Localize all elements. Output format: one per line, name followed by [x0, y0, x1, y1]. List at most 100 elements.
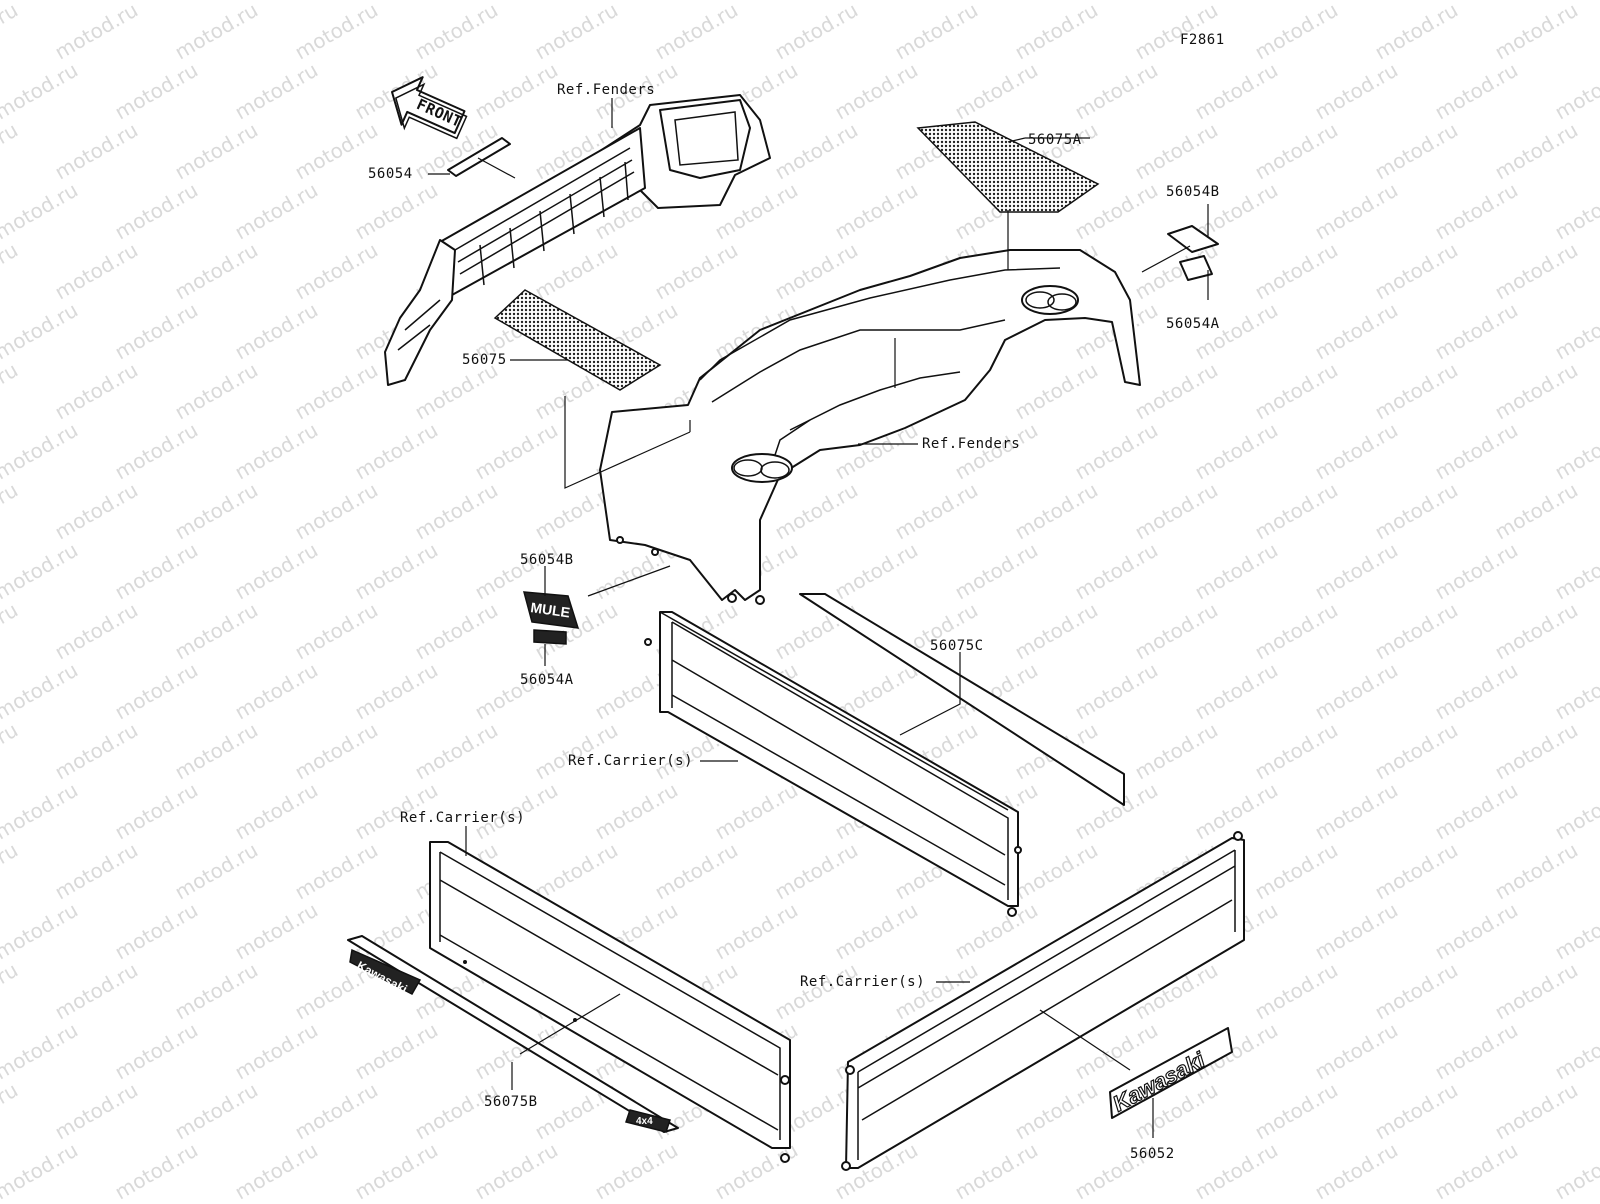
watermark-text: motod.ru — [0, 1078, 22, 1145]
watermark-text: motod.ru — [711, 898, 802, 965]
watermark-text: motod.ru — [171, 598, 262, 665]
watermark-text: motod.ru — [1011, 1078, 1102, 1145]
watermark-text: motod.ru — [1311, 1018, 1402, 1085]
label-56075A: 56075A — [1028, 132, 1082, 148]
watermark-text: motod.ru — [1251, 958, 1342, 1025]
watermark-text: motod.ru — [0, 1138, 82, 1200]
watermark-text: motod.ru — [171, 0, 262, 64]
watermark-text: motod.ru — [1371, 598, 1462, 665]
watermark-text: motod.ru — [0, 718, 22, 785]
watermark-text: motod.ru — [651, 238, 742, 305]
watermark-text: motod.ru — [51, 718, 142, 785]
rear-fender-body — [600, 250, 1140, 604]
watermark-text: motod.ru — [1011, 0, 1102, 64]
watermark-text: motod.ru — [1131, 478, 1222, 545]
watermark-text: motod.ru — [231, 298, 322, 365]
watermark-text: motod.ru — [51, 118, 142, 185]
watermark-text: motod.ru — [1251, 1078, 1342, 1145]
watermark-text: motod.ru — [1551, 178, 1600, 245]
watermark-text: motod.ru — [831, 178, 922, 245]
watermark-text: motod.ru — [1371, 1078, 1462, 1145]
watermark-text: motod.ru — [771, 478, 862, 545]
watermark-text: motod.ru — [231, 538, 322, 605]
watermark-text: motod.ru — [471, 418, 562, 485]
watermark-text: motod.ru — [1491, 598, 1582, 665]
watermark-text: motod.ru — [111, 898, 202, 965]
watermark-text: motod.ru — [1491, 118, 1582, 185]
watermark-text: motod.ru — [1551, 898, 1600, 965]
watermark-text: motod.ru — [1431, 418, 1522, 485]
watermark-text: motod.ru — [1131, 118, 1222, 185]
watermark-text: motod.ru — [171, 838, 262, 905]
watermark-text: motod.ru — [1491, 238, 1582, 305]
watermark-text: motod.ru — [51, 598, 142, 665]
watermark-text: motod.ru — [1191, 58, 1282, 125]
watermark-text: motod.ru — [171, 1078, 262, 1145]
watermark-text: motod.ru — [291, 358, 382, 425]
watermark-text: motod.ru — [231, 778, 322, 845]
watermark-text: motod.ru — [111, 658, 202, 725]
watermark-text: motod.ru — [1311, 898, 1402, 965]
watermark-text: motod.ru — [1251, 118, 1342, 185]
watermark-text: motod.ru — [1311, 658, 1402, 725]
watermark-text: motod.ru — [111, 1138, 202, 1200]
label-56054B-left: 56054B — [520, 552, 574, 568]
watermark-text: motod.ru — [51, 1078, 142, 1145]
watermark-text: motod.ru — [831, 58, 922, 125]
watermark-text: motod.ru — [1191, 1138, 1282, 1200]
label-56054A-right: 56054A — [1166, 316, 1220, 332]
watermark-text: motod.ru — [51, 358, 142, 425]
watermark-text: motod.ru — [1491, 1078, 1582, 1145]
watermark-text: motod.ru — [1191, 538, 1282, 605]
watermark-text: motod.ru — [0, 478, 22, 545]
watermark-text: motod.ru — [51, 238, 142, 305]
watermark-text: motod.ru — [1551, 538, 1600, 605]
watermark-text: motod.ru — [1371, 958, 1462, 1025]
watermark-text: motod.ru — [471, 58, 562, 125]
watermark-text: motod.ru — [411, 718, 502, 785]
label-ref-carrier-left: Ref.Carrier(s) — [400, 810, 525, 826]
watermark-text: motod.ru — [1551, 298, 1600, 365]
watermark-text: motod.ru — [1431, 1138, 1522, 1200]
watermark-text: motod.ru — [1431, 178, 1522, 245]
label-56075C: 56075C — [930, 638, 984, 654]
watermark-text: motod.ru — [0, 358, 22, 425]
watermark-text: motod.ru — [1011, 358, 1102, 425]
watermark-text: motod.ru — [0, 178, 82, 245]
watermark-text: motod.ru — [1371, 718, 1462, 785]
watermark-text: motod.ru — [351, 178, 442, 245]
watermark-text: motod.ru — [171, 478, 262, 545]
label-56075: 56075 — [462, 352, 507, 368]
watermark-text: motod.ru — [171, 358, 262, 425]
watermark-text: motod.ru — [1311, 538, 1402, 605]
watermark-text: motod.ru — [291, 238, 382, 305]
watermark-text: motod.ru — [651, 838, 742, 905]
watermark-text: motod.ru — [651, 0, 742, 64]
watermark-text: motod.ru — [171, 118, 262, 185]
watermark-text: motod.ru — [0, 298, 82, 365]
watermark-text: motod.ru — [1491, 718, 1582, 785]
watermark-text: motod.ru — [1491, 478, 1582, 545]
badge-4x4: 4x4 — [636, 1116, 653, 1127]
watermark-text: motod.ru — [291, 598, 382, 665]
watermark-text: motod.ru — [951, 898, 1042, 965]
label-56075B: 56075B — [484, 1094, 538, 1110]
watermark-text: motod.ru — [1251, 358, 1342, 425]
watermark-text: motod.ru — [111, 178, 202, 245]
watermark-text: motod.ru — [351, 898, 442, 965]
watermark-text: motod.ru — [1431, 58, 1522, 125]
watermark-text: motod.ru — [51, 958, 142, 1025]
watermark-text: motod.ru — [231, 178, 322, 245]
watermark-text: motod.ru — [411, 0, 502, 64]
label-ref-fenders-mid: Ref.Fenders — [922, 436, 1020, 452]
watermark-text: motod.ru — [351, 418, 442, 485]
watermark-text: motod.ru — [0, 238, 22, 305]
watermark-text: motod.ru — [771, 118, 862, 185]
watermark-text: motod.ru — [351, 1138, 442, 1200]
watermark-text: motod.ru — [771, 958, 862, 1025]
watermark-text: motod.ru — [1371, 238, 1462, 305]
watermark-text: motod.ru — [1251, 0, 1342, 64]
